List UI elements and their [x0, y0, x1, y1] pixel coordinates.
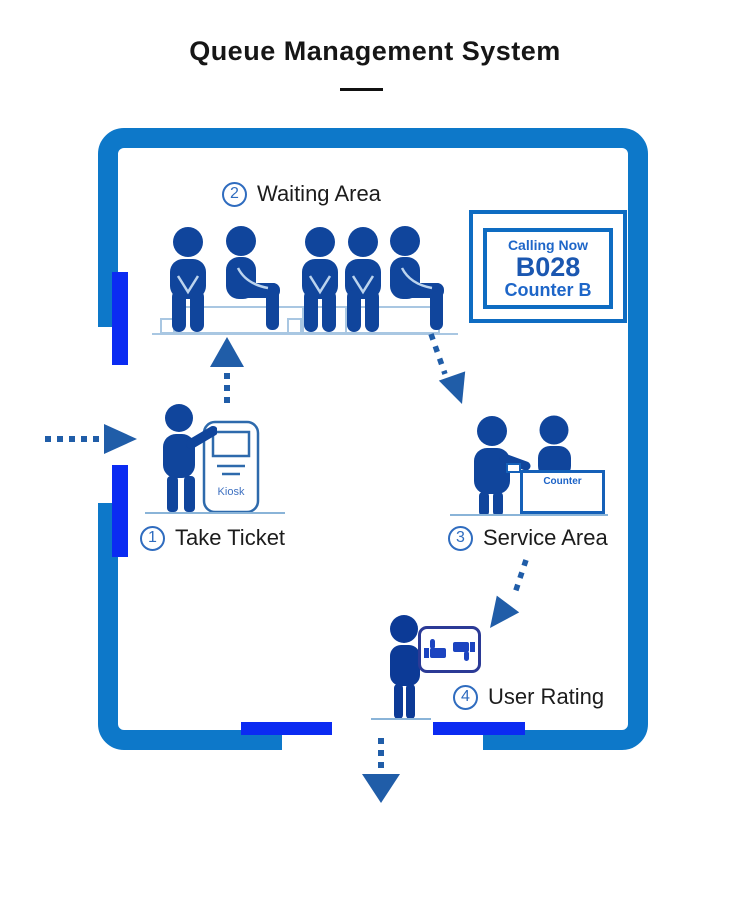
step-number-badge: 4 — [453, 684, 478, 710]
thumbs-up-icon — [424, 638, 446, 658]
arrow-to-service-icon — [428, 333, 466, 404]
calling-display-board: Calling Now B028 Counter B — [469, 210, 627, 323]
exit-door-panel — [433, 722, 525, 735]
kiosk-label: Kiosk — [217, 486, 245, 498]
ticket-on-counter — [506, 463, 521, 473]
thumbs-down-icon — [453, 641, 475, 661]
page-title: Queue Management System — [189, 36, 561, 66]
take-ticket-floor-line — [145, 512, 285, 514]
seated-person-icon — [170, 227, 206, 332]
ticket-number-text: B028 — [515, 252, 581, 282]
entrance-arrow-icon — [45, 424, 137, 454]
service-counter: Counter — [520, 470, 605, 514]
step-number-badge: 2 — [222, 181, 247, 207]
rating-floor-line — [371, 718, 431, 720]
counter-label: Counter — [543, 476, 582, 487]
seated-person-profile-icon — [390, 226, 444, 330]
arrow-to-rating-icon — [490, 559, 529, 628]
exit-arrow-icon — [362, 738, 400, 803]
step-label-text: Waiting Area — [257, 181, 381, 206]
step-label-text: Service Area — [483, 525, 608, 550]
seated-person-icon — [345, 227, 381, 332]
user-rating-label: 4 User Rating — [453, 684, 604, 710]
standing-person-icon — [163, 404, 217, 512]
take-ticket-label: 1 Take Ticket — [140, 525, 285, 551]
step-label-text: User Rating — [488, 684, 605, 709]
entrance-door-panel — [112, 465, 128, 557]
title-underline — [340, 88, 383, 91]
counter-name-text: Counter B — [504, 280, 592, 301]
seated-person-profile-icon — [226, 226, 280, 330]
calling-now-text: Calling Now — [507, 237, 589, 253]
rating-panel — [418, 626, 481, 673]
exit-door-panel — [241, 722, 332, 735]
service-area-label: 3 Service Area — [448, 525, 608, 551]
step-number-badge: 3 — [448, 525, 473, 551]
service-floor-line — [450, 514, 608, 516]
waiting-floor-line — [152, 333, 458, 335]
step-number-badge: 1 — [140, 525, 165, 551]
entrance-door-panel — [112, 272, 128, 365]
arrow-up-to-waiting-icon — [210, 337, 244, 408]
step-label-text: Take Ticket — [175, 525, 286, 550]
seated-person-icon — [302, 227, 338, 332]
waiting-area-label: 2 Waiting Area — [222, 181, 381, 207]
calling-display-screen: Calling Now B028 Counter B — [483, 228, 613, 309]
